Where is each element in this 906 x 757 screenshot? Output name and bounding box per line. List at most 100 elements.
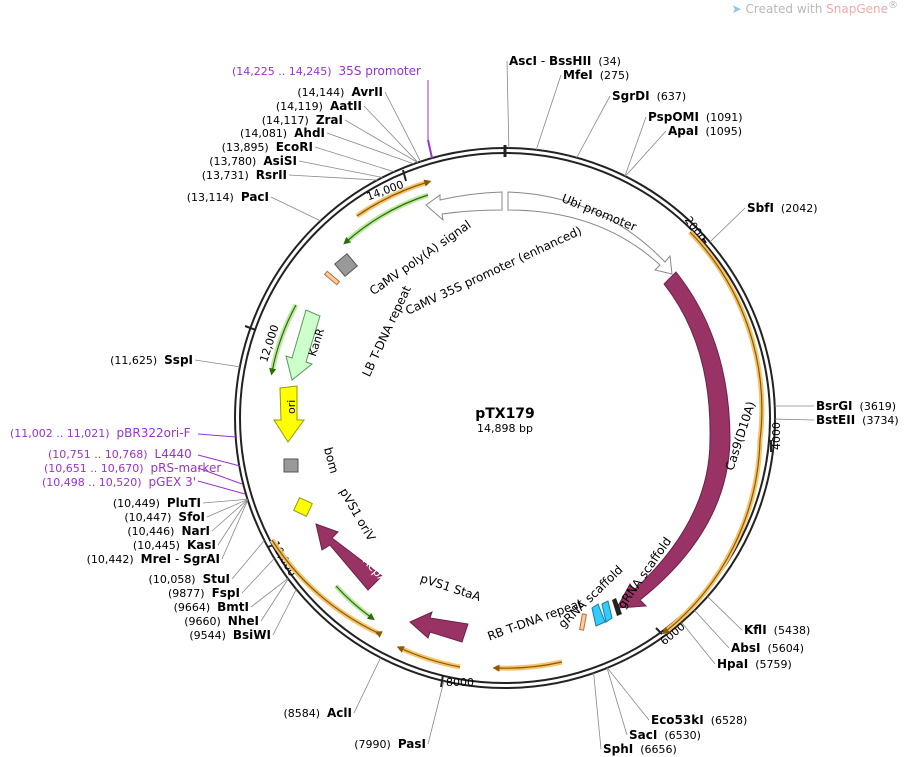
site-label-asci[interactable]: AscI - BssHII (34) (509, 54, 621, 68)
site-label-sgrdi[interactable]: SgrDI (637) (612, 89, 686, 103)
site-label-kasi[interactable]: (10,445) KasI (133, 538, 216, 552)
orf-cas9-line (662, 231, 763, 635)
site-label-ahdi[interactable]: (14,081) AhdI (240, 126, 325, 140)
site-part-a: (10,446) (127, 525, 181, 538)
site-label-paci[interactable]: (13,114) PacI (187, 190, 269, 204)
site-part-a: MfeI (563, 68, 593, 82)
site-label-rsrii[interactable]: (13,731) RsrII (202, 168, 287, 182)
site-leader-sbfi (709, 207, 746, 243)
primer-prs-leader (197, 467, 243, 485)
site-part-b: AsiSI (263, 154, 297, 168)
site-label-sphi[interactable]: SphI (6656) (603, 742, 677, 756)
feature-kanr[interactable] (285, 309, 321, 381)
primer-label-3[interactable]: (10,651 .. 10,670) pRS-marker (44, 461, 221, 475)
site-part-a: PspOMI (648, 110, 699, 124)
site-leader-apai (625, 130, 667, 177)
site-part-a: Eco53kI (651, 713, 704, 727)
site-label-stui[interactable]: (10,058) StuI (149, 572, 230, 586)
feature-ori[interactable] (273, 385, 305, 443)
site-part-a: (9877) (168, 587, 212, 600)
site-leader-sgrdi (576, 95, 611, 158)
site-label-acli[interactable]: (8584) AclI (283, 706, 352, 720)
site-leader-ecori (314, 146, 395, 173)
site-label-eco53ki[interactable]: Eco53kI (6528) (651, 713, 747, 727)
site-part-b: ZraI (316, 113, 343, 127)
feature-pvs1-staa[interactable] (409, 611, 469, 643)
site-label-avrii[interactable]: (14,144) AvrII (297, 85, 383, 99)
feature-bom[interactable] (283, 458, 299, 473)
feature-camv-polya[interactable] (334, 253, 358, 277)
feature-rb-tdna-repeat[interactable] (579, 613, 587, 631)
site-label-kfli[interactable]: KflI (5438) (744, 623, 810, 637)
feature-pvs1-repa[interactable] (315, 523, 383, 591)
feature-lb-tdna-repeat[interactable] (323, 270, 341, 286)
feature-grna-scaffold-1[interactable] (591, 603, 606, 627)
site-leader-absi (694, 610, 730, 649)
site-label-bsteii[interactable]: BstEII (3734) (816, 413, 899, 427)
plasmid-size: 14,898 bp (477, 422, 533, 435)
site-part-a: BstEII (816, 413, 855, 427)
site-part-b: BssHII (549, 54, 591, 68)
primer-label-2[interactable]: (10,751 .. 10,768) L4440 (48, 447, 192, 461)
primer-label-1[interactable]: (11,002 .. 11,021) pBR322ori-F (10, 426, 191, 440)
site-label-zrai[interactable]: (14,117) ZraI (262, 113, 343, 127)
site-label-saci[interactable]: SacI (6530) (629, 728, 701, 742)
site-label-sfoi[interactable]: (10,447) SfoI (124, 510, 205, 524)
site-label-pspomi[interactable]: PspOMI (1091) (648, 110, 743, 124)
site-part-b: (2042) (774, 202, 818, 215)
registered-mark: ® (888, 0, 898, 11)
site-leader-saci (606, 667, 628, 736)
site-label-absi[interactable]: AbsI (5604) (731, 641, 804, 655)
site-label-sspi[interactable]: (11,625) SspI (110, 353, 193, 367)
site-leader-nari (211, 499, 248, 532)
site-label-pasi[interactable]: (7990) PasI (354, 737, 426, 751)
primer-label-4[interactable]: (10,498 .. 10,520) pGEX 3' (42, 475, 196, 489)
site-label-hpai[interactable]: HpaI (5759) (717, 657, 792, 671)
site-label-nari[interactable]: (10,446) NarI (127, 524, 210, 538)
site-label-bmti[interactable]: (9664) BmtI (174, 600, 249, 614)
site-label-mrei[interactable]: (10,442) MreI - SgrAI (87, 552, 220, 566)
site-part-b: AclI (327, 706, 352, 720)
site-label-asisi[interactable]: (13,780) AsiSI (209, 154, 297, 168)
site-part-b: (637) (650, 90, 687, 103)
site-leader-zrai (344, 119, 418, 163)
site-label-sbfi[interactable]: SbfI (2042) (747, 201, 818, 215)
site-part-a: (13,780) (209, 155, 263, 168)
feature-pvs1-oriv[interactable] (293, 497, 313, 517)
primer-label-0[interactable]: (14,225 .. 14,245) 35S promoter (232, 64, 421, 78)
tick-12000 (244, 325, 257, 331)
site-part-b: KasI (187, 538, 216, 552)
feature-label-lb-tdna-repeat: LB T-DNA repeat (359, 283, 414, 379)
site-label-ecori[interactable]: (13,895) EcoRI (222, 140, 313, 154)
tick-2000 (702, 237, 707, 244)
feature-ubi-promoter[interactable] (507, 191, 673, 275)
site-label-mfei[interactable]: MfeI (275) (563, 68, 629, 82)
orf-green-1-halo (344, 192, 429, 244)
orf-repa2-line (271, 539, 383, 638)
site-label-apai[interactable]: ApaI (1095) (668, 124, 742, 138)
primer-range: (10,498 .. 10,520) (42, 476, 149, 489)
plasmid-name: pTX179 (475, 406, 535, 422)
snapgene-text: SnapGene (826, 2, 888, 16)
site-leader-eco53ki (606, 667, 650, 721)
site-part-a: (9660) (184, 615, 228, 628)
feature-cas9[interactable] (616, 271, 731, 609)
site-part-b: (1095) (698, 125, 742, 138)
feature-grna-scaffold-2[interactable] (601, 600, 613, 623)
site-leader-aatii (363, 105, 419, 163)
site-label-aatii[interactable]: (14,119) AatII (276, 99, 362, 113)
site-part-a: (10,058) (149, 573, 203, 586)
site-label-nhei[interactable]: (9660) NheI (184, 614, 259, 628)
primer-pbr322-leader (197, 433, 237, 438)
feature-camv-35s-promoter[interactable] (425, 191, 503, 222)
site-part-a: (7990) (354, 738, 398, 751)
site-part-a: (13,895) (222, 141, 276, 154)
site-label-pluti[interactable]: (10,449) PluTI (113, 496, 201, 510)
orf-arcs (269, 179, 765, 672)
site-label-bsrgi[interactable]: BsrGI (3619) (816, 399, 896, 413)
site-part-b: (5604) (760, 642, 804, 655)
site-label-fspi[interactable]: (9877) FspI (168, 586, 240, 600)
primer-pgex-leader (197, 480, 246, 495)
site-label-bsiwi[interactable]: (9544) BsiWI (189, 628, 271, 642)
primer-markers (197, 80, 433, 495)
